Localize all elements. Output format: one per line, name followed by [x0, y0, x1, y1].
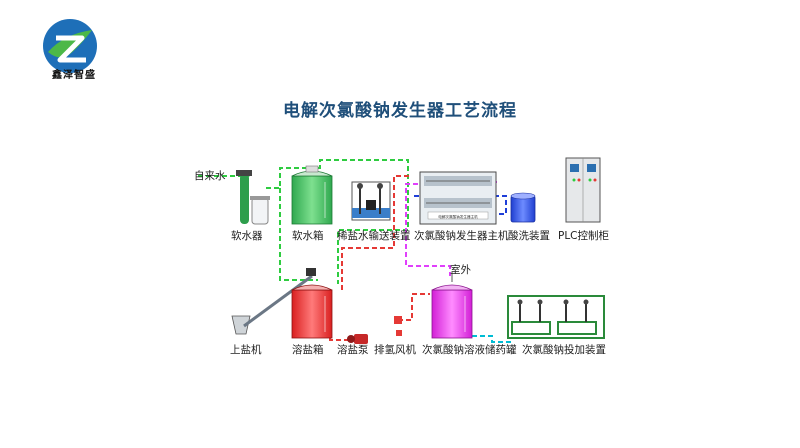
label-salt-loader: 上盐机 [230, 344, 262, 356]
hypochlorite-line [405, 183, 451, 276]
label-storage-tank: 次氯酸钠溶液储药罐 [422, 344, 517, 356]
soft-water-line [266, 159, 409, 284]
generator-plate: 电解次氯酸钠发生器主机 [438, 214, 478, 219]
label-plc: PLC控制柜 [558, 230, 610, 242]
dosing-line [472, 335, 512, 343]
label-generator-host: 次氯酸钠发生器主机 [414, 230, 509, 242]
salt-loader-icon [231, 268, 316, 335]
salt-tank-icon [291, 284, 333, 339]
label-soft-water-tank: 软水箱 [292, 230, 324, 242]
brand-logo [43, 19, 97, 73]
h2-fan-line [398, 293, 430, 321]
soft-water-feed-line [279, 188, 318, 281]
label-softener: 软水器 [231, 230, 263, 242]
salt-pump-icon [347, 334, 368, 344]
label-tap-water: 自来水 [194, 170, 226, 182]
plc-cabinet-icon [565, 157, 601, 223]
h2-fan-icon [394, 316, 402, 336]
dosing-device-icon [507, 295, 605, 339]
softener-icon [236, 170, 270, 225]
label-dosing: 次氯酸钠投加装置 [522, 344, 606, 356]
page-title: 电解次氯酸钠发生器工艺流程 [283, 101, 517, 121]
generator-host-icon [419, 171, 497, 225]
brine-line [341, 175, 410, 290]
label-dilute-brine: 稀盐水输送装置 [337, 230, 411, 242]
label-salt-pump: 溶盐泵 [337, 344, 369, 356]
label-acid-wash: 酸洗装置 [508, 230, 550, 242]
label-salt-tank: 溶盐箱 [292, 344, 324, 356]
dilute-brine-device-icon [351, 181, 391, 221]
acid-wash-tank-icon [510, 192, 536, 223]
label-h2-fan: 排氢风机 [374, 344, 416, 356]
storage-tank-icon [431, 272, 473, 339]
label-outdoor: 室外 [450, 264, 471, 276]
soft-water-tank-icon [291, 165, 333, 225]
brand-name: 鑫泽智盛 [52, 70, 96, 81]
